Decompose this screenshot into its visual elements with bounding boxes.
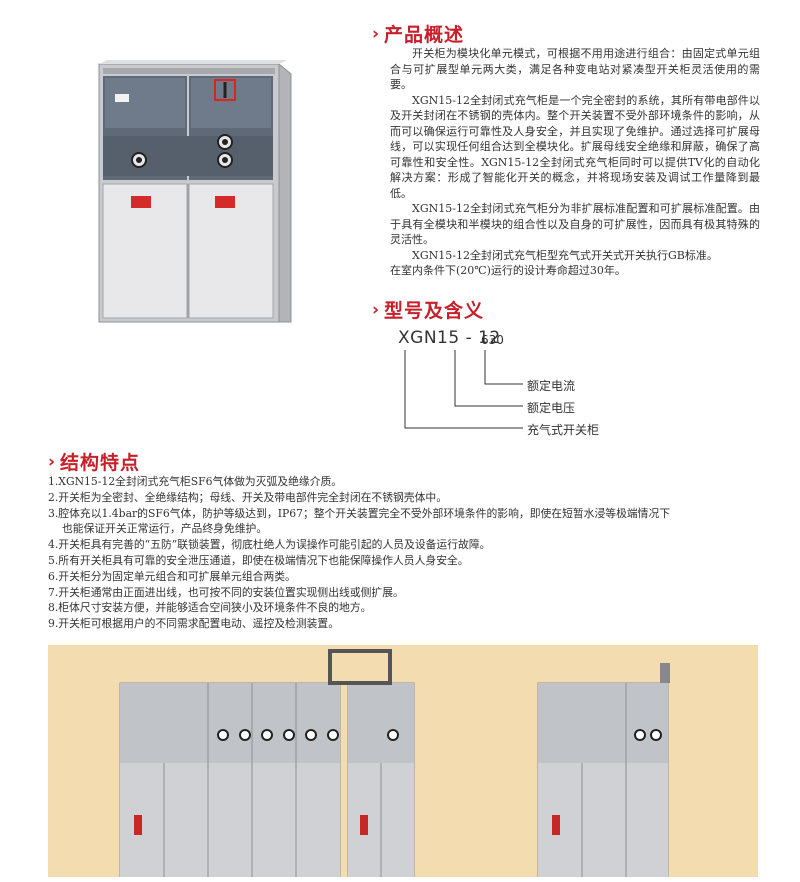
feature-item: 5.所有开关柜具有可靠的安全泄压通道，即使在极端情况下也能保障操作人员人身安全。 — [48, 553, 469, 567]
feature-item: 3.腔体充以1.4bar的SF6气体，防护等级达到，IP67；整个开关装置完全不… — [48, 506, 671, 520]
model-label-type: 充气式开关柜 — [527, 423, 600, 437]
model-label-current: 额定电流 — [527, 379, 576, 393]
chevron-right-icon: › — [372, 23, 381, 44]
overview-heading: › 产品概述 — [372, 20, 464, 47]
features-heading: › 结构特点 — [48, 448, 140, 475]
chevron-right-icon: › — [372, 299, 381, 320]
feature-item: 2.开关柜为全密封、全绝缘结构；母线、开关及带电部件完全封闭在不锈钢壳体中。 — [48, 490, 447, 504]
model-heading-text: 型号及含义 — [384, 300, 485, 322]
model-bracket-lines — [404, 350, 523, 429]
cabinet-lineup-image — [119, 649, 670, 878]
feature-item: 也能保证开关正常运行，产品终身免维护。 — [62, 522, 268, 536]
feature-item: 1.XGN15-12全封闭式充气柜SF6气体做为灭弧及绝缘介质。 — [48, 475, 343, 488]
overview-paragraph: 开关柜为模块化单元模式，可根据不用用途进行组合：由固定式单元组合与可扩展型单元两… — [390, 47, 760, 91]
switchgear-cabinet-image — [98, 60, 292, 323]
overview-paragraph: XGN15-12全封闭式充气柜是一个完全密封的系统，其所有带电部件以及开关封闭在… — [390, 93, 760, 200]
feature-item: 4.开关柜具有完善的“五防”联锁装置，彻底杜绝人为误操作可能引起的人员及设备运行… — [48, 538, 491, 552]
cabinet-lineup-panel — [48, 645, 758, 878]
model-code: XGN15 - 12 — [398, 328, 501, 348]
feature-item: 8.柜体尺寸安装方便，并能够适合空间狭小及环境条件不良的地方。 — [48, 601, 372, 615]
features-list: 1.XGN15-12全封闭式充气柜SF6气体做为灭弧及绝缘介质。 2.开关柜为全… — [48, 474, 788, 632]
overview-heading-text: 产品概述 — [384, 24, 465, 46]
model-label-voltage: 额定电压 — [527, 401, 576, 415]
model-heading: › 型号及含义 — [372, 296, 484, 323]
feature-item: 7.开关柜通常由正面进出线，也可按不同的安装位置实现侧出线或侧扩展。 — [48, 585, 404, 599]
feature-item: 9.开关柜可根据用户的不同需求配置电动、遥控及检测装置。 — [48, 617, 340, 631]
overview-paragraph: XGN15-12全封闭式充气柜分为非扩展标准配置和可扩展标准配置。由于具有全模块… — [390, 202, 760, 246]
chevron-right-icon: › — [48, 451, 57, 472]
feature-item: 6.开关柜分为固定单元组合和可扩展单元组合两类。 — [48, 569, 296, 583]
features-heading-text: 结构特点 — [60, 452, 141, 474]
overview-text: 开关柜为模块化单元模式，可根据不用用途进行组合：由固定式单元组合与可扩展型单元两… — [390, 46, 760, 279]
model-rating: 630 — [481, 333, 504, 347]
overview-paragraph: 在室内条件下(20℃)运行的设计寿命超过30年。 — [390, 264, 626, 277]
overview-paragraph: XGN15-12全封闭式充气柜型充气式开关式开关执行GB标准。 — [412, 248, 718, 262]
